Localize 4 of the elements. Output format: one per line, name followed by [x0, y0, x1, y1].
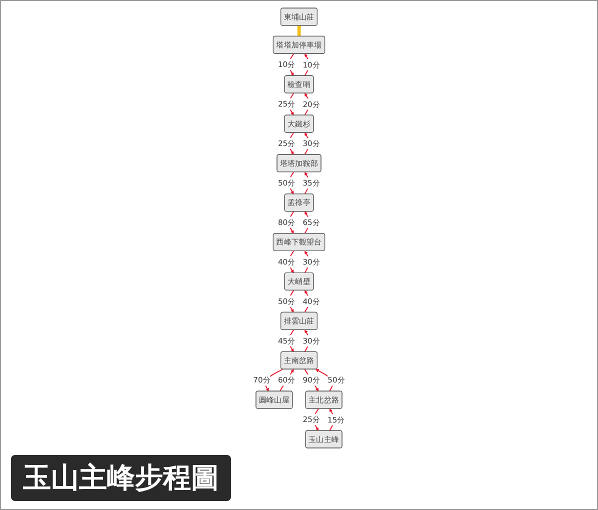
arrow — [316, 369, 334, 392]
title: 玉山主峰步程圖 — [11, 455, 231, 501]
arrow — [313, 408, 319, 431]
connector — [297, 24, 301, 38]
